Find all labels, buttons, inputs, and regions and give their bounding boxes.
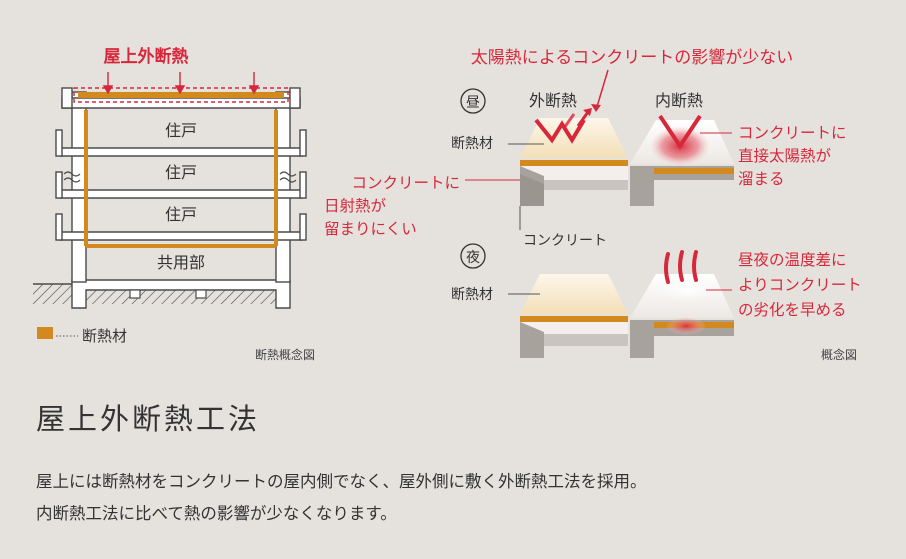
note-internal-day-line1: コンクリートに (738, 124, 847, 142)
note-internal-day-line2: 直接太陽熱が (738, 147, 832, 165)
insulation-label-night: 断熱材 (451, 287, 493, 303)
foundation (71, 279, 291, 309)
note-internal-night-line3: の劣化を早める (738, 301, 847, 319)
headline: 太陽熱によるコンクリートの影響が少ない (471, 48, 794, 68)
night-symbol: 夜 (466, 250, 480, 266)
note-external-line3: 留まりにくい (324, 220, 417, 238)
section-description: 屋上には断熱材をコンクリートの屋内側でなく、屋外側に敷く外断熱工法を採用。 内断… (36, 466, 886, 530)
day-external-block (520, 108, 628, 206)
legend-label: 断熱材 (82, 327, 127, 345)
roof-insulation-label: 屋上外断熱 (104, 46, 189, 67)
note-external-line1: コンクリートに (351, 174, 460, 192)
right-wall (275, 91, 291, 283)
night-external-block (520, 274, 628, 358)
left-caption: 断熱概念図 (255, 347, 315, 362)
insulation-diagram: 屋上外断熱 住戸 住戸 住戸 共用部 断熱材 断熱概念図 太陽熱によるコンクリー… (33, 46, 862, 362)
building-section: 屋上外断熱 住戸 住戸 住戸 共用部 断熱材 断熱概念図 (33, 46, 315, 362)
legend-swatch (37, 327, 53, 339)
unit-label-3: 住戸 (165, 205, 197, 224)
note-internal-day-line3: 溜まる (738, 170, 785, 188)
interior-insulation (84, 110, 278, 248)
day-internal-block (630, 114, 734, 206)
insulation-label-day: 断熱材 (451, 136, 493, 152)
concept-caption: 概念図 (821, 347, 857, 362)
note-internal-night-line2: よりコンクリート (738, 276, 862, 294)
external-label: 外断熱 (529, 91, 577, 110)
roof-arrows (102, 72, 260, 95)
unit-label-2: 住戸 (165, 163, 197, 182)
roof-insulation (78, 92, 284, 98)
concrete-label: コンクリート (523, 233, 607, 249)
night-internal-block (630, 250, 734, 358)
day-symbol: 昼 (466, 95, 480, 111)
concept-diagram: 太陽熱によるコンクリートの影響が少ない 昼 夜 外断熱 内断熱 (324, 48, 862, 362)
night-symbol-circle (460, 243, 486, 269)
internal-label: 内断熱 (655, 91, 703, 110)
note-internal-night-line1: 昼夜の温度差に (738, 251, 847, 269)
left-wall (71, 91, 87, 283)
description-line-1: 屋上には断熱材をコンクリートの屋内側でなく、屋外側に敷く外断熱工法を採用。 (36, 472, 647, 491)
section-title: 屋上外断熱工法 (36, 402, 261, 436)
common-area-label: 共用部 (157, 253, 205, 272)
day-symbol-circle (460, 88, 486, 114)
note-external-line2: 日射熱が (324, 197, 387, 215)
slabs (55, 87, 307, 241)
unit-label-1: 住戸 (165, 121, 197, 140)
description-line-2: 内断熱工法に比べて熱の影響が少なくなります。 (36, 504, 397, 523)
